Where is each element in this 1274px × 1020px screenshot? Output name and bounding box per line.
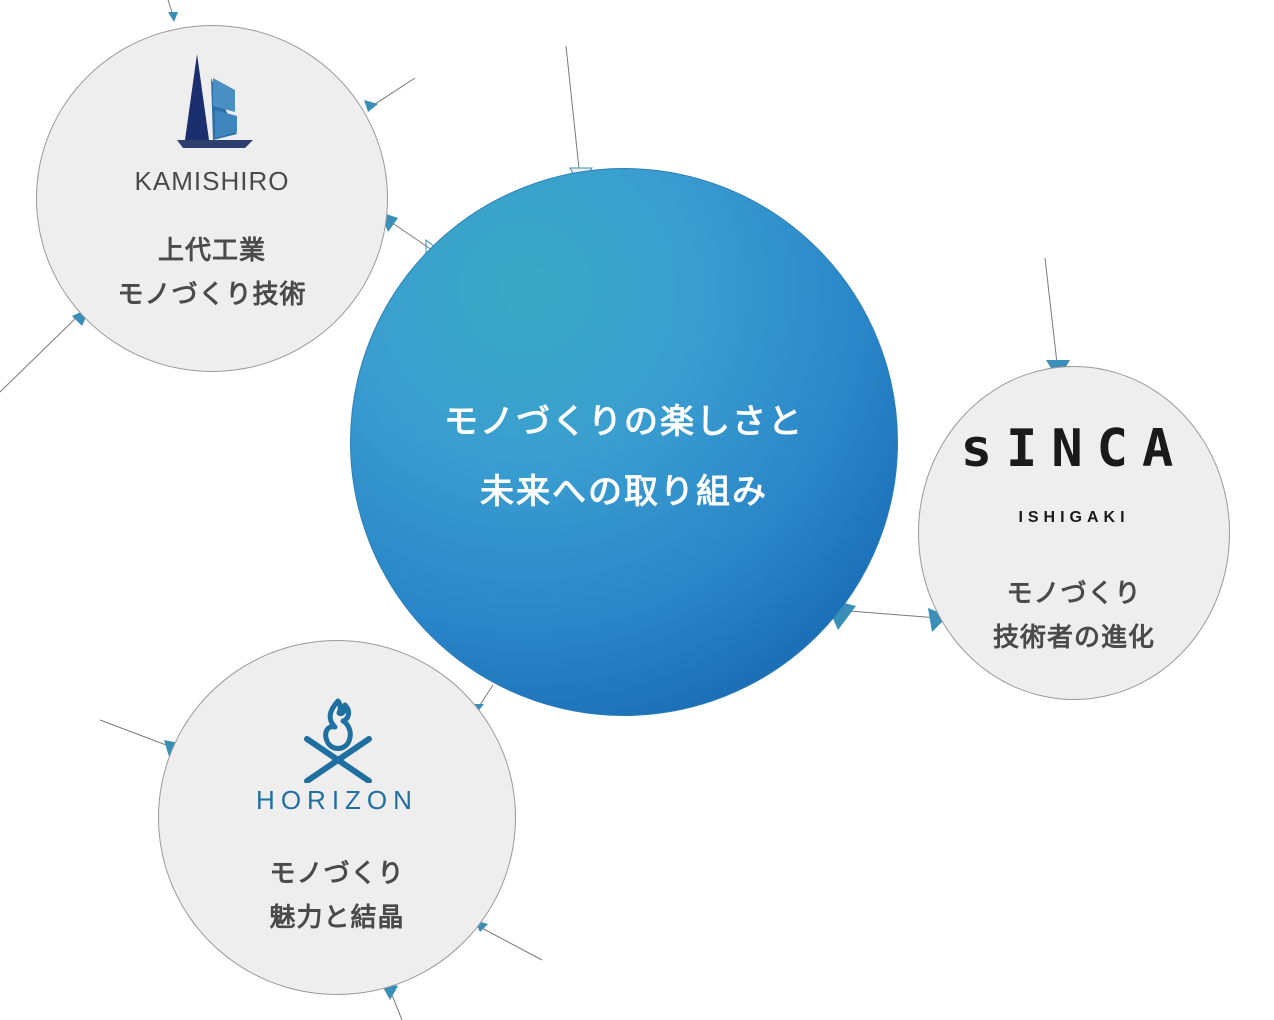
node-sinca: sINCA ISHIGAKI モノづくり 技術者の進化	[918, 366, 1230, 700]
arrow-head	[364, 100, 378, 112]
horizon-logo-text: HORIZON	[256, 785, 418, 815]
node-horizon: HORIZON モノづくり 魅力と結晶	[158, 640, 516, 995]
kamishiro-logo-text: KAMISHIRO	[134, 166, 290, 196]
connector-line	[99, 719, 175, 749]
sailboat-logo-icon	[177, 54, 253, 148]
horizon-caption-line1: モノづくり	[269, 859, 405, 889]
sinca-caption-line2: 技術者の進化	[992, 623, 1155, 653]
sinca-logo-subtext: ISHIGAKI	[1018, 509, 1130, 526]
connector-line	[390, 221, 433, 251]
connector-line	[565, 45, 581, 179]
kamishiro-caption-line2: モノづくり技術	[117, 280, 307, 310]
connector-line	[477, 925, 543, 961]
connector-line	[1044, 257, 1059, 373]
connector-line	[0, 315, 79, 393]
connector-line	[835, 609, 939, 619]
sinca-caption-line1: モノづくり	[1006, 579, 1142, 609]
kamishiro-caption-line1: 上代工業	[157, 236, 266, 266]
hub-title-line2: 未来への取り組み	[480, 472, 768, 512]
arrow-head	[168, 12, 178, 22]
sinca-logo-text: sINCA	[960, 419, 1188, 479]
flame-logo-icon	[304, 698, 372, 783]
hub-title-line1: モノづくりの楽しさと	[444, 402, 804, 442]
horizon-caption-line2: 魅力と結晶	[269, 903, 405, 933]
hub-circle: モノづくりの楽しさと 未来への取り組み	[350, 168, 898, 716]
connector-line	[371, 77, 416, 107]
node-kamishiro: KAMISHIRO 上代工業 モノづくり技術	[36, 25, 388, 372]
